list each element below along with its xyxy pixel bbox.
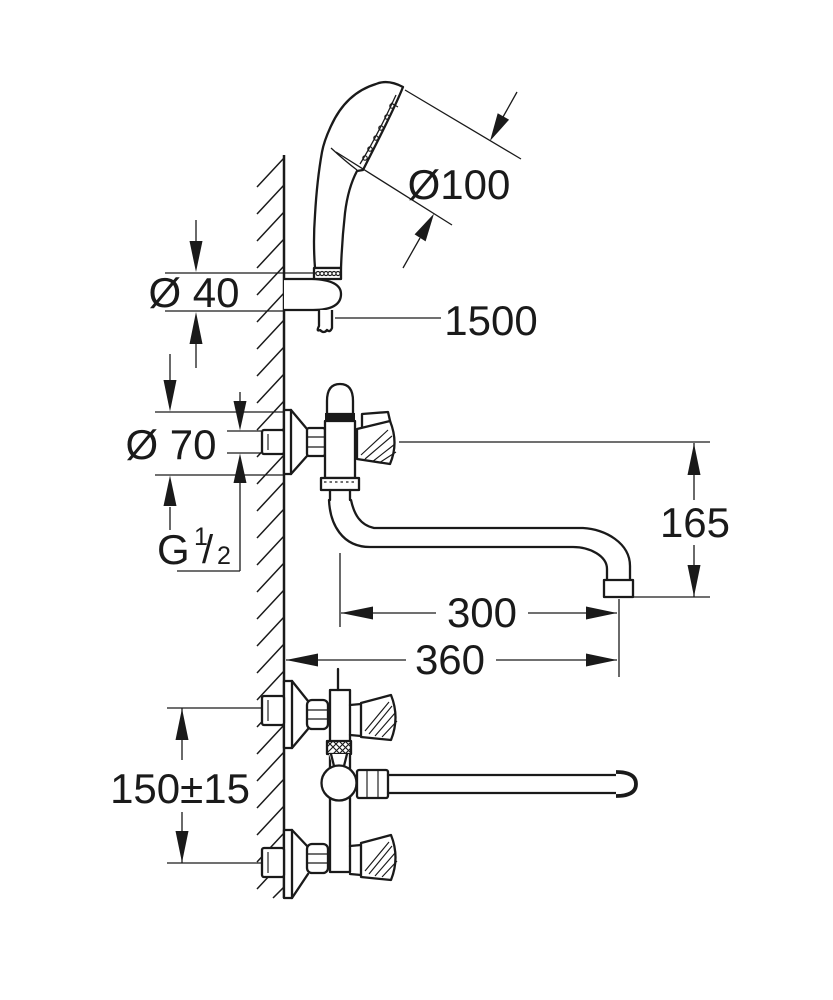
leader-line [177,483,241,572]
dim-label-connection-distance: 150±15 [110,765,250,812]
arrowhead [341,606,373,620]
arrowhead [233,401,247,431]
knob-bottom-hatch [364,841,398,878]
dim-label-overall-reach: 360 [415,636,485,683]
knob-bottom-stem [348,843,363,877]
knob-bottom [359,833,397,882]
shower-head-outline [312,80,405,270]
shower-hose-stub [316,310,334,334]
hex-nut-side [305,426,327,458]
rosette-base-bottom [282,828,294,900]
arrowhead [414,213,434,242]
dim-outlet-height: 165 [399,441,730,598]
rosette-cone [289,408,309,476]
dim-rosette: Ø 70 [125,354,283,530]
hex-nut-bottom [305,842,330,875]
dim-label-spout-reach: 300 [447,589,517,636]
dim-label-shower-diameter: Ø100 [408,161,511,208]
dim-extension-lines [155,411,283,476]
rosette-base-top [282,679,294,750]
knob-top-stem [348,702,363,738]
shower-bracket [284,277,343,312]
spout-outlet [602,578,635,599]
dim-label-thread-denominator: 2 [217,542,231,570]
dim-thread: G 1 / 2 [157,392,261,573]
dim-arrow-shaft [502,91,518,118]
dim-extension-lines [165,272,316,312]
supply-union-bottom [260,846,286,879]
dim-connection-distance: 150±15 [110,707,261,864]
arrowhead [490,113,510,141]
rosette-cone-bottom [290,828,310,900]
dim-label-bracket-diameter: Ø 40 [148,269,239,316]
arrowhead [286,653,318,667]
dim-spout-reach: 300 [339,553,617,636]
dim-bracket: Ø 40 [148,220,316,368]
spout-bottom-contour [327,498,609,582]
arrowhead [586,606,617,620]
mixer-plan-view [260,667,638,900]
wall [256,155,286,899]
knob-side-hatch [360,429,397,464]
arrowhead [163,475,177,506]
knob-top-hatch [364,701,398,738]
dim-label-thread-letter: G [157,526,190,573]
arrowhead [189,312,203,344]
arrowhead [175,831,189,863]
spout-end-cap [615,770,638,798]
rosette-base [282,408,293,476]
diverter-ball [320,764,358,802]
spout-union-nut-flats [366,770,379,798]
hex-nut-flats [307,436,325,448]
arrowhead [233,453,247,483]
body-dome [325,382,355,416]
mixer-side-view [260,382,635,599]
dim-overall-reach: 360 [286,599,620,683]
base-collar [319,476,361,492]
dim-label-hose-length: 1500 [444,297,537,344]
dim-label-rosette-diameter: Ø 70 [125,421,216,468]
dim-label-outlet-height: 165 [660,499,730,546]
spout-pipe-plan [386,773,618,795]
shower-head-joint-line [330,147,358,171]
arrowhead [586,653,617,667]
dim-label-thread-slash: / [202,528,214,572]
neck-taper [329,752,349,768]
supply-union-top [260,694,286,727]
dim-shower-head: Ø100 [335,89,522,269]
spray-nozzles [362,103,395,161]
spout-top-contour [349,498,632,582]
hex-nut-top [305,698,330,731]
body-ring-band [325,413,355,421]
hand-shower [284,80,405,334]
wall-hatching [256,157,285,899]
knob-side [355,419,396,466]
hex-nut-bottom-flats [307,853,328,864]
arrowhead [175,708,189,740]
dim-extension-lines [167,707,261,864]
arrowhead [687,443,701,475]
supply-union-side [260,428,286,456]
arrowhead [163,380,177,412]
dim-arrow-shaft [402,237,421,269]
arrowhead [687,565,701,597]
dim-hose: 1500 [335,297,538,344]
dim-extension-lines [399,441,710,598]
spout-neck [328,488,352,502]
body-block [323,419,357,480]
dim-label-thread-numerator: 1 [194,523,208,551]
arrowhead [189,241,203,272]
knurl-crosshatch [326,740,352,755]
dim-extension-lines [227,430,261,454]
handle-cap-serration [315,270,341,277]
hex-nut-top-flats [307,709,328,720]
knob-top [359,693,397,742]
spout-union-nut [355,768,390,800]
dim-extension-lines [335,89,522,226]
shower-face-inner-line [359,94,397,165]
rosette-cone-top [290,679,310,750]
